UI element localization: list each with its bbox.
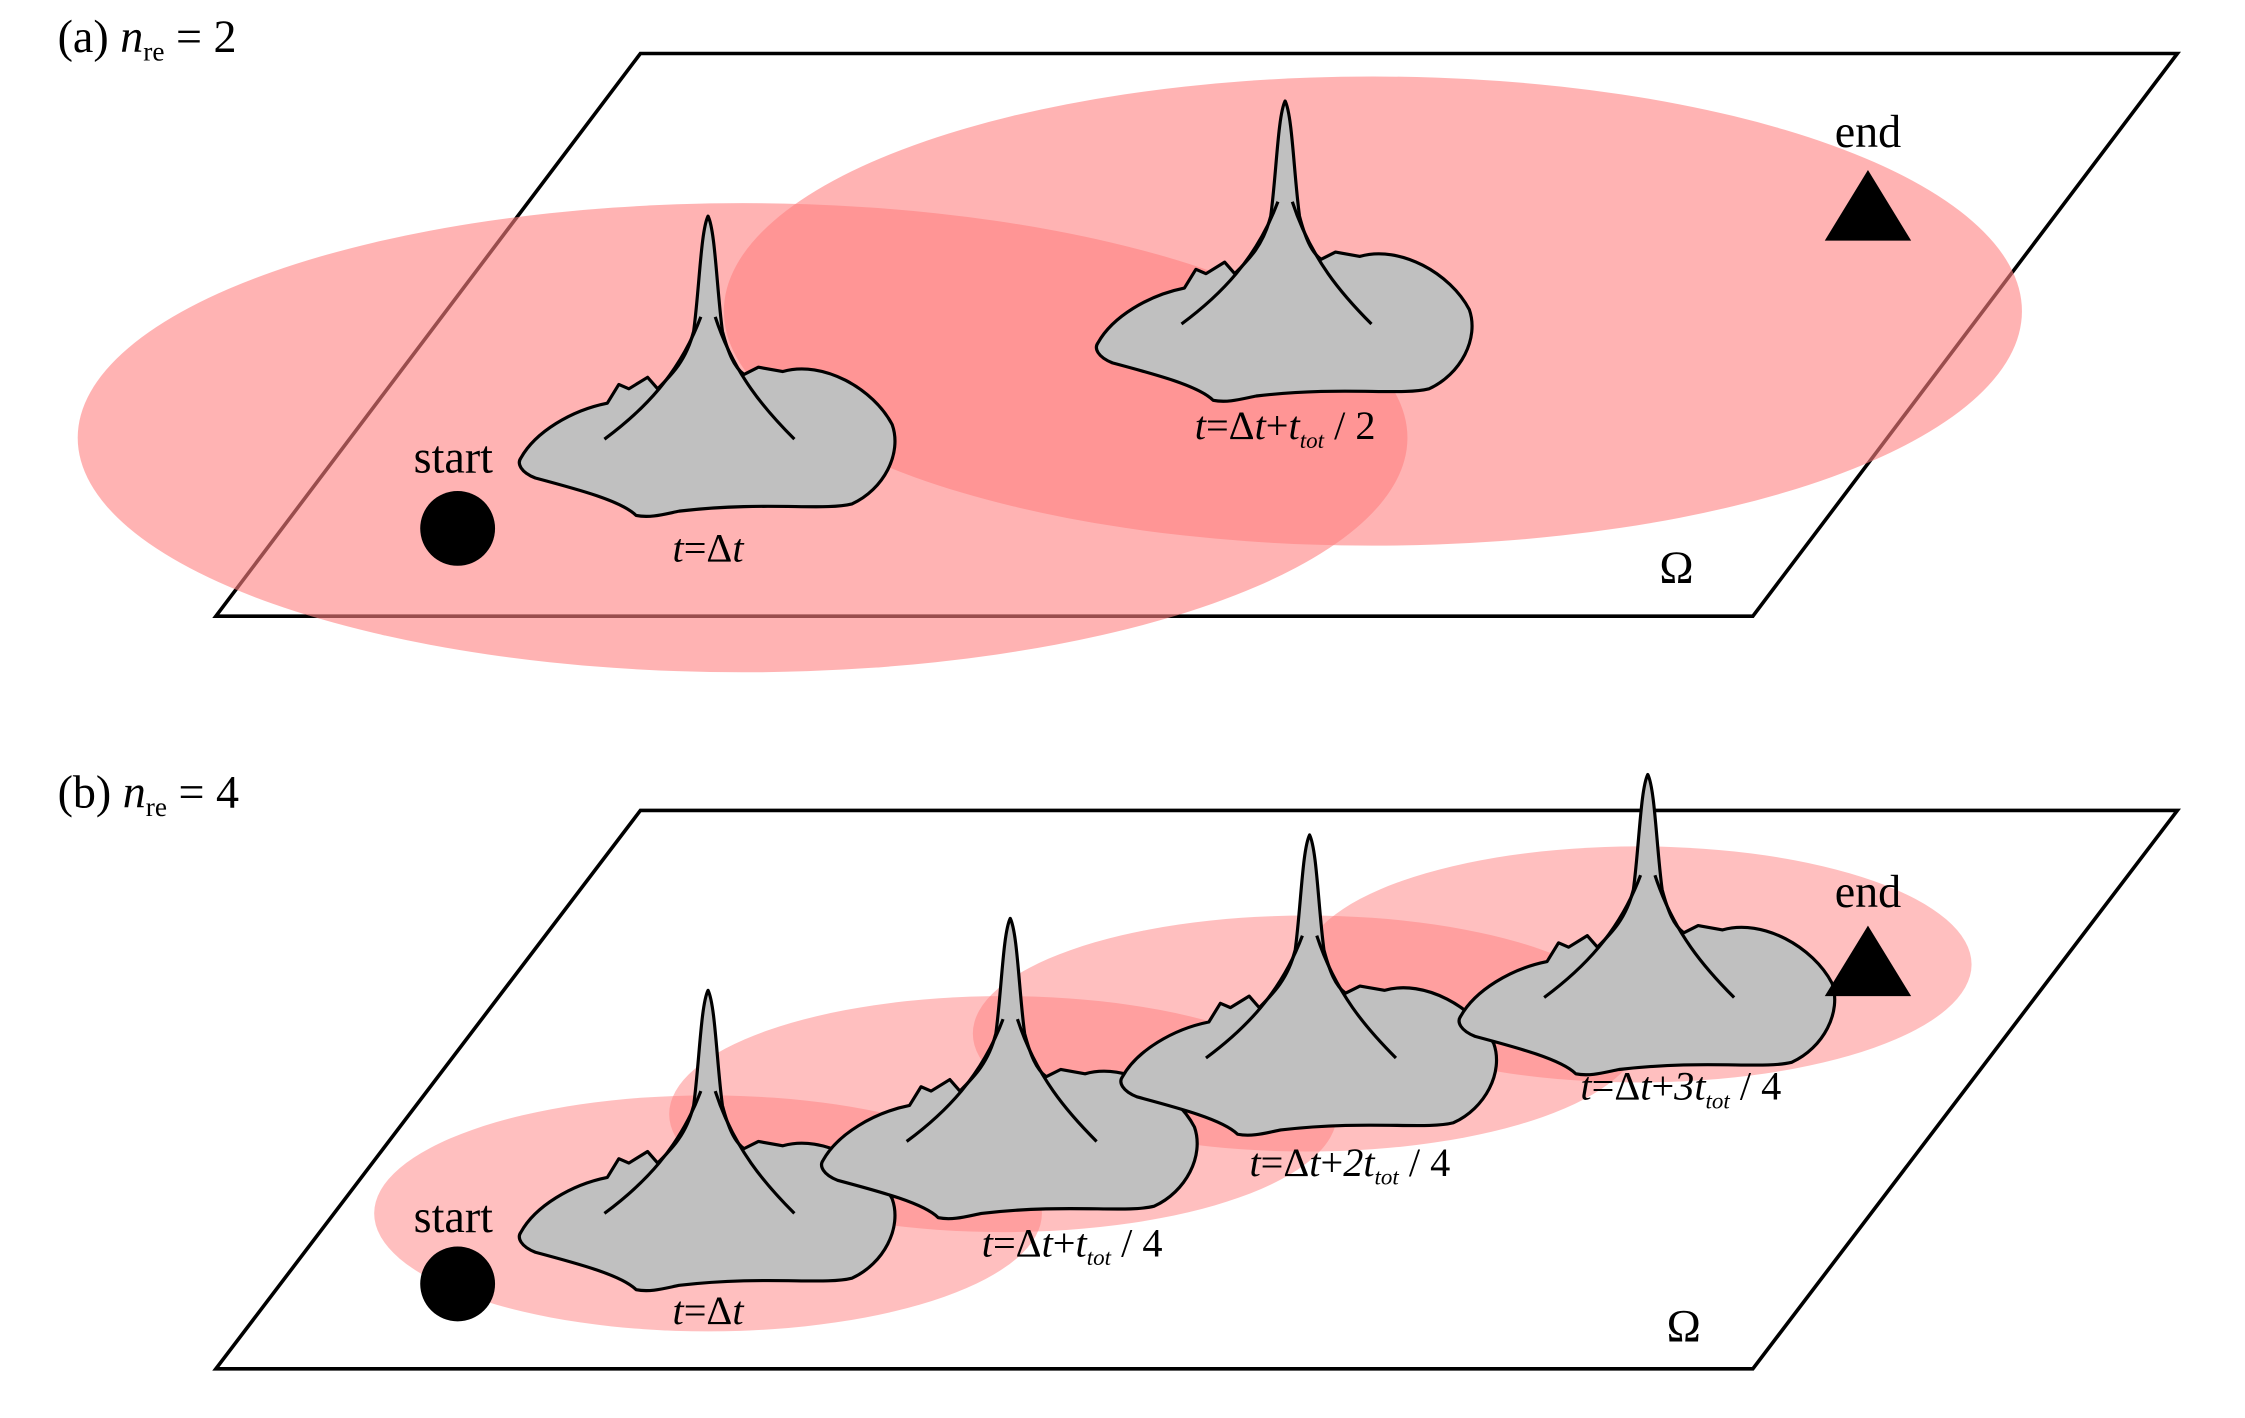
panel-b: (b) nre = 4 start end Ω t=Δt t=Δt+ttot /… xyxy=(58,767,2181,1371)
start-marker xyxy=(420,490,496,566)
panel-label: (b) nre = 4 xyxy=(58,767,240,823)
end-label: end xyxy=(1835,866,1902,917)
end-label: end xyxy=(1835,106,1902,157)
time-label: t=Δt+ttot / 4 xyxy=(982,1221,1163,1271)
start-label: start xyxy=(414,431,493,482)
time-label: t=Δt xyxy=(673,1288,745,1333)
domain-plane xyxy=(212,808,2181,1371)
omega-label: Ω xyxy=(1659,542,1693,593)
panel-a: (a) nre = 2 start end Ω t=Δt t=Δt+ttot /… xyxy=(58,11,2181,673)
time-label: t=Δt+ttot / 2 xyxy=(1195,403,1376,453)
time-label: t=Δt xyxy=(673,525,745,570)
omega-label: Ω xyxy=(1667,1300,1701,1351)
end-marker xyxy=(1824,925,1912,997)
time-label: t=Δt+3ttot / 4 xyxy=(1580,1064,1781,1114)
time-label: t=Δt+2ttot / 4 xyxy=(1249,1140,1450,1190)
end-marker xyxy=(1824,170,1912,241)
panel-label: (a) nre = 2 xyxy=(58,11,237,67)
start-marker xyxy=(420,1246,496,1322)
start-label: start xyxy=(414,1191,493,1242)
